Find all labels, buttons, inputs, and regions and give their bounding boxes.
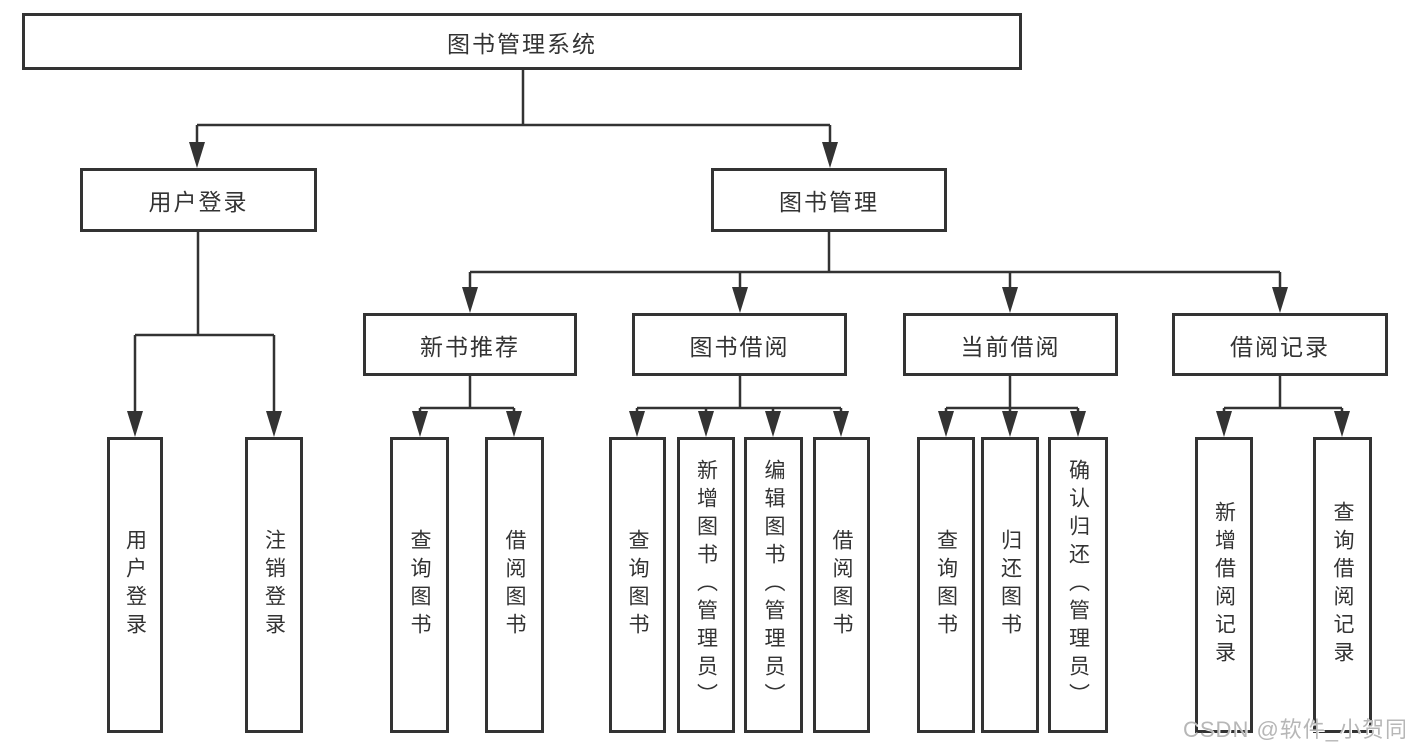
node-label: 新书推荐: [420, 333, 520, 360]
node-borrowing-records: 借阅记录: [1172, 313, 1388, 376]
connector-userlogin-to-leaves: [133, 232, 276, 417]
node-book-borrowing: 图书借阅: [632, 313, 847, 376]
leaf-confirm-return-admin: 确认归还（管理员）: [1048, 437, 1108, 733]
node-label: 借阅记录: [1230, 333, 1330, 360]
leaf-label: 借阅图书: [830, 529, 853, 641]
leaf-label: 用户登录: [123, 529, 147, 641]
arrowheads: [127, 142, 1350, 437]
connector-root-to-level2: [195, 70, 832, 146]
leaf-query-borrow-record: 查询借阅记录: [1313, 437, 1372, 733]
leaf-label: 查询借阅记录: [1331, 501, 1354, 669]
connector-bookborrow-to-leaves: [635, 376, 843, 417]
node-library-system: 图书管理系统: [22, 13, 1022, 70]
node-current-borrowing: 当前借阅: [903, 313, 1118, 376]
csdn-watermark: CSDN @软件_小贺同学: [1183, 717, 1405, 742]
leaf-user-login: 用户登录: [107, 437, 163, 733]
leaf-query-book-borrowing: 查询图书: [609, 437, 666, 733]
leaf-label: 查询图书: [934, 529, 958, 641]
leaf-label: 新增图书（管理员）: [694, 459, 718, 711]
leaf-label: 查询图书: [626, 529, 649, 641]
leaf-borrow-book-borrowing: 借阅图书: [813, 437, 870, 733]
leaf-label: 编辑图书（管理员）: [762, 459, 785, 711]
connector-curborrow-to-leaves: [944, 376, 1080, 417]
node-label: 图书借阅: [689, 333, 790, 360]
leaf-return-book: 归还图书: [981, 437, 1039, 733]
node-label: 图书管理: [779, 189, 879, 215]
leaf-borrow-book-newbook: 借阅图书: [485, 437, 544, 733]
leaf-add-borrow-record: 新增借阅记录: [1195, 437, 1253, 733]
node-label: 用户登录: [148, 189, 249, 215]
leaf-label: 注销登录: [262, 529, 286, 641]
connector-bookmgmt-to-level3: [468, 232, 1282, 292]
leaf-label: 归还图书: [998, 529, 1022, 641]
leaf-label: 查询图书: [408, 529, 431, 641]
leaf-logout: 注销登录: [245, 437, 303, 733]
node-label: 当前借阅: [960, 333, 1061, 360]
connector-records-to-leaves: [1222, 376, 1344, 417]
leaf-label: 新增借阅记录: [1212, 501, 1236, 669]
leaf-query-book-newbook: 查询图书: [390, 437, 449, 733]
connector-newbook-to-leaves: [418, 376, 516, 417]
leaf-query-book-current: 查询图书: [917, 437, 975, 733]
leaf-add-book-admin: 新增图书（管理员）: [677, 437, 735, 733]
node-book-management-branch: 图书管理: [711, 168, 947, 232]
leaf-label: 确认归还（管理员）: [1066, 459, 1090, 711]
node-new-book-recommend: 新书推荐: [363, 313, 577, 376]
leaf-edit-book-admin: 编辑图书（管理员）: [744, 437, 803, 733]
leaf-label: 借阅图书: [503, 529, 526, 641]
node-user-login-branch: 用户登录: [80, 168, 317, 232]
node-label: 图书管理系统: [447, 30, 597, 57]
